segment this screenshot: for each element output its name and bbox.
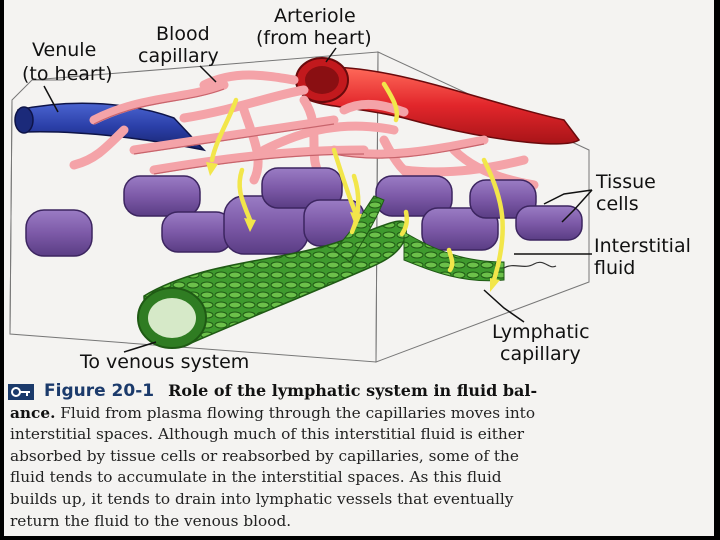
label-arteriole-1: Arteriole <box>274 5 356 27</box>
caption-line: return the fluid to the venous blood. <box>10 511 292 530</box>
fluid-arrow-heads <box>206 162 500 292</box>
caption-line-2-text: Fluid from plasma flowing through the ca… <box>55 403 536 422</box>
label-lymphatic-1: Lymphatic <box>492 321 590 343</box>
tissue-cells <box>25 167 583 257</box>
fluid-flow-arrows <box>209 81 505 283</box>
figure-panel: Venule (to heart) Blood capillary Arteri… <box>4 0 714 536</box>
label-interstitial-1: Interstitial <box>594 235 691 257</box>
label-interstitial-2: fluid <box>594 257 635 279</box>
label-venule-1: Venule <box>32 39 96 61</box>
label-arteriole-2: (from heart) <box>256 27 372 49</box>
figure-title: Role of the lymphatic system in fluid ba… <box>168 381 538 400</box>
caption-line: builds up, it tends to drain into lympha… <box>10 489 514 508</box>
leader-lines <box>43 47 593 353</box>
label-capillary-1: Blood <box>156 23 210 45</box>
caption-title-line: Figure 20-1 Role of the lymphatic system … <box>10 380 706 403</box>
label-capillary-2: capillary <box>138 45 219 67</box>
label-venous-system: To venous system <box>79 351 249 373</box>
lymphatic-diagram: Venule (to heart) Blood capillary Arteri… <box>9 5 691 373</box>
caption-line: interstitial spaces. Although much of th… <box>10 425 525 444</box>
figure-number: Figure 20-1 <box>44 381 155 401</box>
figure-title-end: ance. <box>10 403 56 422</box>
label-venule-2: (to heart) <box>22 63 113 85</box>
arteriole-vessel <box>295 57 581 145</box>
artist-signature <box>503 261 557 269</box>
label-lymphatic-2: capillary <box>500 343 581 365</box>
key-icon <box>8 384 34 400</box>
venule-vessel <box>14 102 207 152</box>
caption-line-2: ance. Fluid from plasma flowing through … <box>10 403 706 425</box>
caption-line: fluid tends to accumulate in the interst… <box>10 468 502 487</box>
capillary-network <box>69 70 539 190</box>
caption-line: absorbed by tissue cells or reabsorbed b… <box>10 446 519 465</box>
figure-caption: Figure 20-1 Role of the lymphatic system … <box>4 380 712 532</box>
label-tissue-2: cells <box>596 193 639 215</box>
label-tissue-1: Tissue <box>595 171 656 193</box>
